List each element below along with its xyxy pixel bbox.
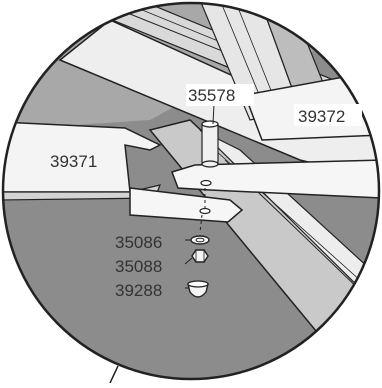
plate-39372-arm: [171, 159, 379, 199]
plate-39371-arm: [129, 187, 244, 223]
axis-line-2: [199, 214, 203, 233]
spacer-post-bottom: [201, 160, 219, 168]
spacer-post-35578: [201, 123, 219, 165]
leader-35088: [184, 257, 193, 265]
lower-plate-hole: [199, 207, 211, 215]
label-bg-39372: [294, 104, 362, 126]
label-39288: 39288: [115, 281, 162, 300]
cap-nut-top: [187, 280, 209, 288]
label-bg-35086: [112, 231, 182, 251]
label-35578: 35578: [188, 86, 235, 105]
label-bg-35578: [186, 84, 254, 106]
upper-plate-hole: [200, 179, 212, 187]
leader-35578: [212, 103, 215, 125]
label-39372: 39372: [298, 107, 345, 126]
label-35086: 35086: [115, 233, 162, 252]
label-bg-39371: [44, 150, 112, 172]
rail-lower-line-3: [239, 174, 361, 291]
label-39371: 39371: [50, 152, 97, 171]
label-35088: 35088: [115, 257, 162, 276]
detail-circle-tail: [109, 365, 119, 384]
washer-hole: [195, 237, 205, 243]
detail-circle-outline: [1, 1, 381, 381]
spacer-post-top: [201, 120, 219, 128]
nut-35088: [191, 249, 209, 263]
